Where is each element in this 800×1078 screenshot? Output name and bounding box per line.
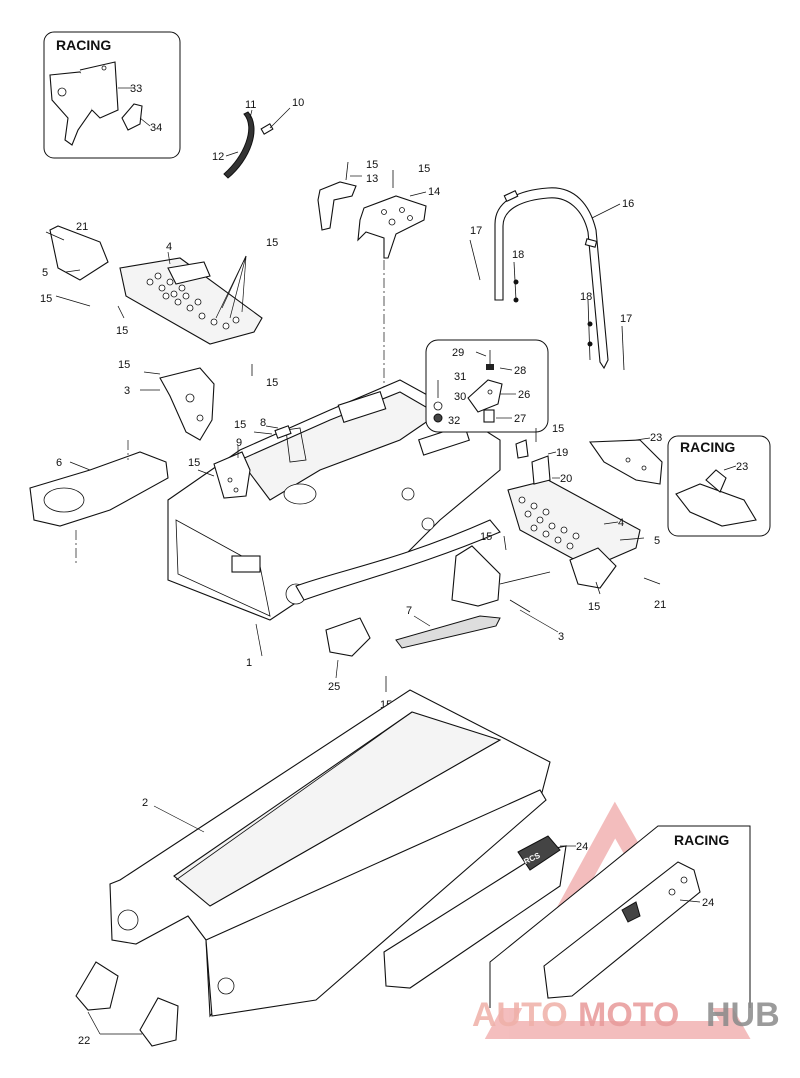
label-25: 25 (328, 681, 340, 693)
runner-24: RCS 24 (383, 835, 588, 989)
racing-inset-bottom-right: RACING 24 (489, 825, 751, 1008)
left-footrest-assembly: 21 4 15 5 15 15 (40, 221, 278, 345)
part-23-and-racing-inset: 23 RACING 23 (588, 432, 771, 537)
label-15-h: 15 (234, 419, 246, 431)
label-15-j: 15 (552, 423, 564, 435)
label-15-k: 15 (480, 531, 492, 543)
label-32: 32 (448, 415, 460, 427)
plates-22: 22 (75, 961, 179, 1047)
label-15-g: 15 (266, 377, 278, 389)
label-22: 22 (78, 1035, 90, 1047)
racing-title: RACING (56, 37, 111, 53)
label-1: 1 (246, 657, 252, 669)
label-29: 29 (452, 347, 464, 359)
label-15-l: 15 (588, 601, 600, 613)
label-15-i: 15 (188, 457, 200, 469)
left-bracket-3-and-panel-6: 15 3 15 6 (29, 359, 278, 566)
racing-title-bottom: RACING (674, 832, 729, 848)
fastener-detail-inset: 29 28 31 30 26 32 27 (425, 339, 549, 433)
watermark-text: AUTO MOTO HUB (472, 996, 780, 1034)
label-24-b: 24 (702, 897, 714, 909)
part-strip-10-12: 11 10 12 (212, 97, 304, 179)
right-footrest-assembly: 15 19 20 4 15 5 15 21 (480, 423, 666, 613)
label-14: 14 (428, 186, 440, 198)
label-34: 34 (150, 122, 162, 134)
label-20: 20 (560, 473, 572, 485)
tunnel-frame-1: 1 (167, 379, 501, 669)
label-27: 27 (514, 413, 526, 425)
label-21-b: 21 (654, 599, 666, 611)
label-24-a: 24 (576, 841, 588, 853)
label-28: 28 (514, 365, 526, 377)
label-15-d: 15 (40, 293, 52, 305)
label-3-b: 3 (558, 631, 564, 643)
label-4-a: 4 (166, 241, 172, 253)
label-23-a: 23 (650, 432, 662, 444)
label-23-b: 23 (736, 461, 748, 473)
label-12: 12 (212, 151, 224, 163)
label-17-a: 17 (470, 225, 482, 237)
label-17-b: 17 (620, 313, 632, 325)
racing-inset-top-left: RACING 33 34 (43, 31, 181, 159)
watermark-auto: AUTO (472, 996, 568, 1034)
label-6: 6 (56, 457, 62, 469)
label-18-b: 18 (580, 291, 592, 303)
label-21-a: 21 (76, 221, 88, 233)
right-bracket-3-rail-7-bracket-25: 3 7 25 15 (325, 545, 564, 711)
label-10: 10 (292, 97, 304, 109)
watermark-moto: MOTO (578, 996, 679, 1034)
tunnel-2: 2 (109, 689, 551, 1018)
part-brackets-13-14: 15 13 15 14 (317, 159, 440, 440)
label-33: 33 (130, 83, 142, 95)
label-2: 2 (142, 797, 148, 809)
label-15-f: 15 (118, 359, 130, 371)
label-9: 9 (236, 437, 242, 449)
label-26: 26 (518, 389, 530, 401)
label-15-a: 15 (366, 159, 378, 171)
watermark-hub: HUB (706, 996, 780, 1034)
label-3-a: 3 (124, 385, 130, 397)
label-13: 13 (366, 173, 378, 185)
label-15-c: 15 (266, 237, 278, 249)
label-4-b: 4 (618, 517, 624, 529)
label-16: 16 (622, 198, 634, 210)
label-5-b: 5 (654, 535, 660, 547)
label-30: 30 (454, 391, 466, 403)
part-hoop-16: 16 17 18 18 17 (469, 187, 634, 371)
label-8: 8 (260, 417, 266, 429)
label-18-a: 18 (512, 249, 524, 261)
label-11: 11 (245, 99, 256, 111)
label-15-b: 15 (418, 163, 430, 175)
label-19: 19 (556, 447, 568, 459)
label-15-e: 15 (116, 325, 128, 337)
label-7: 7 (406, 605, 412, 617)
parts-8-9: 15 8 9 15 (188, 417, 292, 499)
label-5-a: 5 (42, 267, 48, 279)
racing-title-right: RACING (680, 439, 735, 455)
label-31: 31 (454, 371, 466, 383)
